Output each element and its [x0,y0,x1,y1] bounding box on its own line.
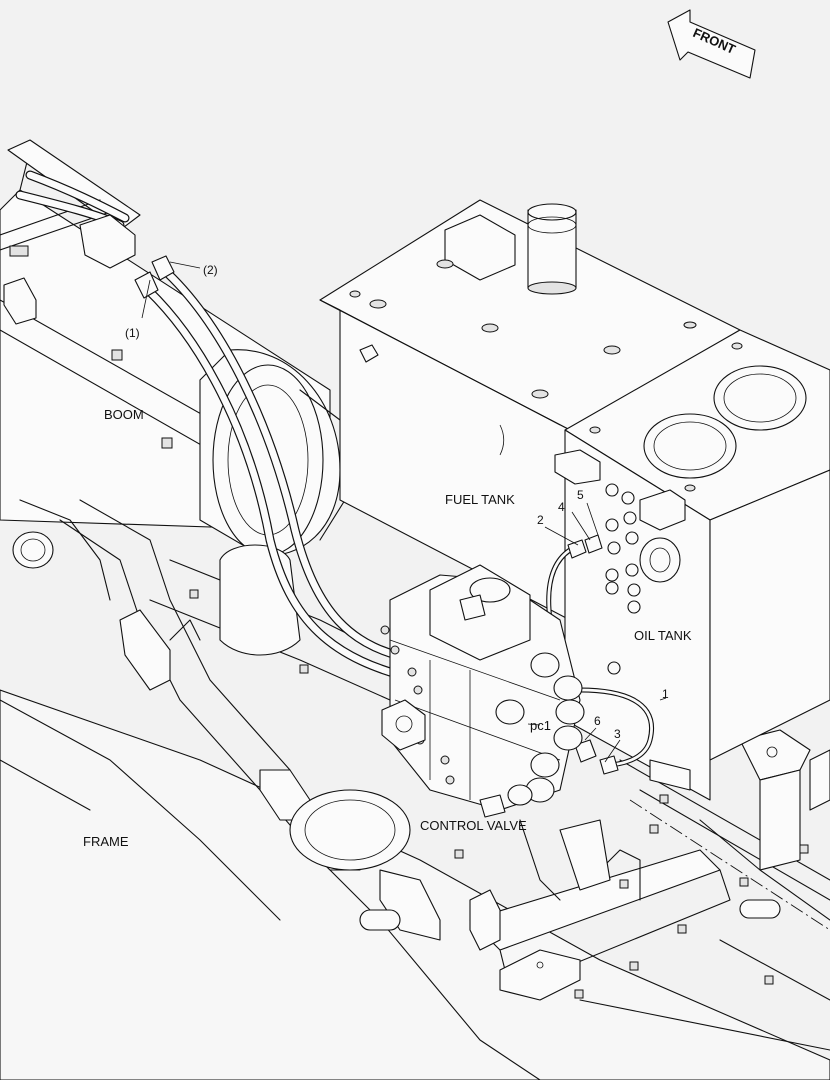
oil-tank-body [554,329,830,801]
frame-label: FRAME [83,834,129,849]
callout-part-1: 1 [662,687,669,701]
front-direction-arrow: FRONT [667,9,756,79]
callout-part-6: 6 [594,714,601,728]
boom-hoses [15,170,475,690]
callout-port-pc1: pc1 [530,718,551,733]
leader-lines [141,261,667,763]
callout-part-3: 3 [614,727,621,741]
control-valve-label: CONTROL VALVE [420,818,527,833]
callout-part-2: 2 [537,513,544,527]
boom-label: BOOM [104,407,144,422]
callout-part-4: 4 [558,500,565,514]
pilot-pipes [546,534,654,775]
valve-spools [495,652,585,806]
callout-part-5: 5 [577,488,584,502]
frame-structure [0,449,830,1080]
tank-fittings [605,483,641,675]
oil-tank-label: OIL TANK [634,628,692,643]
fuel-tank-label: FUEL TANK [445,492,515,507]
callout-hose-1: (1) [125,326,140,340]
control-valve-assembly [380,564,585,818]
callout-hose-2: (2) [203,263,218,277]
fuel-tank-body [319,199,741,621]
